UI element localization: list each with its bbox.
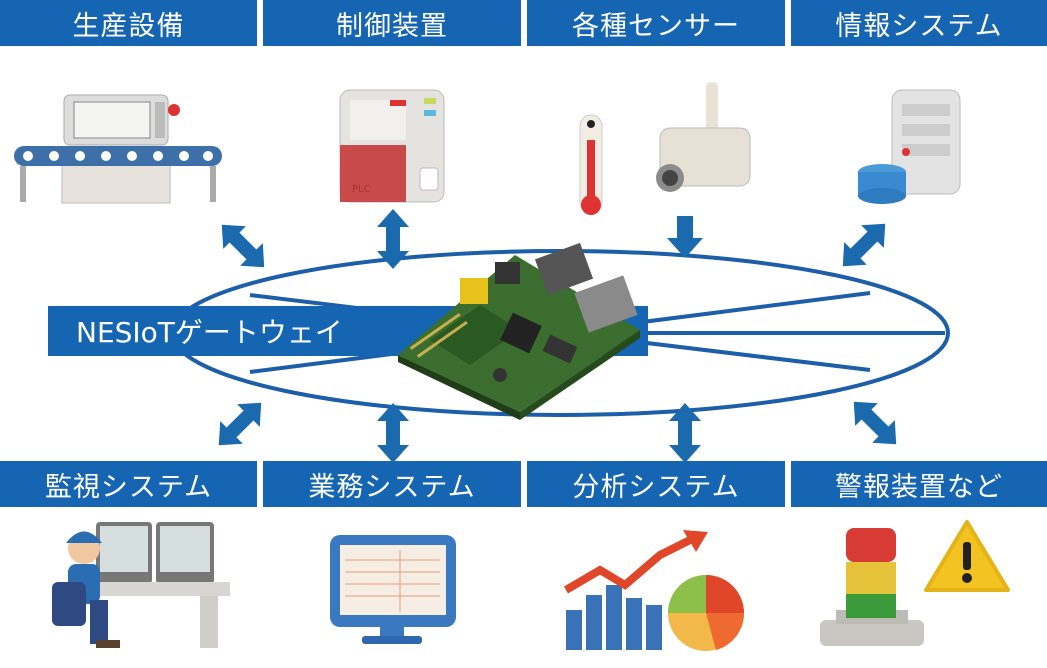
label-analysis-system: 分析システム [527, 461, 785, 507]
plc-text: PLC [352, 184, 371, 195]
label-business-system: 業務システム [263, 461, 521, 507]
thermometer-icon [579, 114, 603, 215]
operator-monitor-icon [52, 522, 230, 648]
label-sensors: 各種センサー [527, 0, 785, 46]
label-information-system: 情報システム [791, 0, 1047, 46]
plc-controller-icon: PLC [339, 89, 445, 203]
label-control-device: 制御装置 [263, 0, 521, 46]
label-alarm-devices: 警報装置など [791, 461, 1047, 507]
conveyor-machine-icon [14, 94, 222, 204]
monitor-table-icon [330, 535, 456, 644]
warning-icon [924, 520, 1010, 592]
server-icon [858, 89, 961, 204]
label-monitoring-system: 監視システム [0, 461, 257, 507]
sensor-camera-icon [656, 82, 751, 192]
label-production-equipment: 生産設備 [0, 0, 257, 46]
analysis-chart-icon [563, 530, 745, 651]
signal-tower-icon [820, 528, 924, 646]
